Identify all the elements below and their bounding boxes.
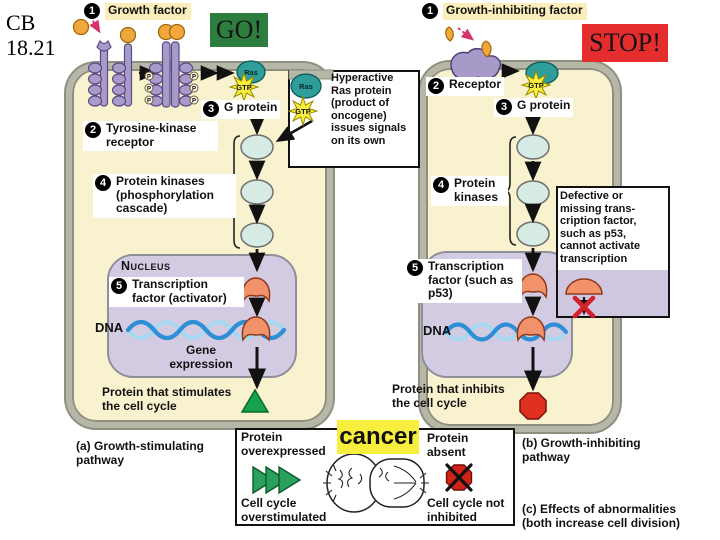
right-step2-text: Receptor — [449, 77, 502, 91]
protein-overexpressed-label: Protein overexpressed — [241, 430, 326, 458]
step-badge: 1 — [422, 3, 438, 19]
right-step5-text: Transcription factor (such as p53) — [428, 259, 514, 301]
inhibiting-factor-ligand-icon — [445, 26, 454, 42]
cancer-flag: cancer — [337, 420, 419, 454]
right-step2-label: 2 Receptor — [426, 77, 505, 96]
step-badge: 5 — [407, 260, 423, 276]
left-result-label: Protein that stimulates the cell cycle — [102, 385, 232, 413]
defective-callout-text: Defective or missing trans-cription fact… — [560, 190, 641, 265]
left-step3-text: G protein — [224, 100, 278, 114]
growth-factor-ligand-icon — [72, 18, 90, 36]
step-badge: 4 — [433, 177, 449, 193]
left-step4-label: 4 Protein kinases (phosphorylation casca… — [93, 174, 236, 219]
step-badge: 3 — [203, 101, 219, 117]
hyperactive-callout-text: Hyperactive Ras protein (product of onco… — [331, 72, 407, 147]
right-step3-label: 3 G protein — [494, 98, 574, 117]
right-step4-text: Protein kinases — [454, 176, 499, 204]
right-step1-label: 1 Growth-inhibiting factor — [422, 3, 587, 20]
caption-c: (c) Effects of abnormalities (both incre… — [522, 502, 681, 530]
dna-label-right: DNA — [423, 323, 452, 338]
left-step3-label: 3 G protein — [201, 100, 281, 119]
dna-label-left: DNA — [95, 320, 124, 335]
right-result-label: Protein that inhibits the cell cycle — [392, 382, 505, 410]
step-badge: 4 — [95, 175, 111, 191]
step-badge: 2 — [428, 78, 444, 94]
step-badge: 1 — [84, 3, 100, 19]
left-step1-text: Growth factor — [105, 3, 191, 20]
right-step1-text: Growth-inhibiting factor — [443, 3, 587, 20]
caption-a: (a) Growth-stimulating pathway — [76, 439, 204, 467]
left-step5-text: Transcription factor (activator) — [132, 277, 227, 305]
cell-cycle-not-inhibited-label: Cell cycle not inhibited — [427, 496, 505, 524]
right-step3-text: G protein — [517, 98, 571, 112]
protein-absent-label: Protein absent — [427, 431, 469, 459]
left-step2-text: Tyrosine-kinase receptor — [106, 121, 197, 149]
caption-b: (b) Growth-inhibiting pathway — [522, 436, 641, 464]
left-step2-label: 2 Tyrosine-kinase receptor — [83, 121, 218, 152]
left-step1-label: 1 Growth factor — [84, 3, 191, 20]
nucleus-label: Nucleus — [121, 259, 171, 273]
defective-callout-nucleus-band — [558, 270, 668, 316]
step-badge: 5 — [111, 278, 127, 294]
step-badge: 2 — [85, 122, 101, 138]
go-sign: GO! — [210, 13, 268, 47]
cell-cycle-overstimulated-label: Cell cycle overstimulated — [241, 496, 327, 524]
left-step5-label: 5 Transcription factor (activator) — [109, 277, 244, 308]
right-step4-label: 4 Protein kinases — [431, 176, 508, 207]
gene-expression-label: Gene expression — [169, 343, 233, 371]
step-badge: 3 — [496, 99, 512, 115]
stop-sign: STOP! — [582, 24, 668, 62]
slide-reference: CB 18.21 — [6, 10, 56, 61]
left-step4-text: Protein kinases (phosphorylation cascade… — [116, 174, 214, 216]
right-step5-label: 5 Transcription factor (such as p53) — [405, 259, 522, 304]
